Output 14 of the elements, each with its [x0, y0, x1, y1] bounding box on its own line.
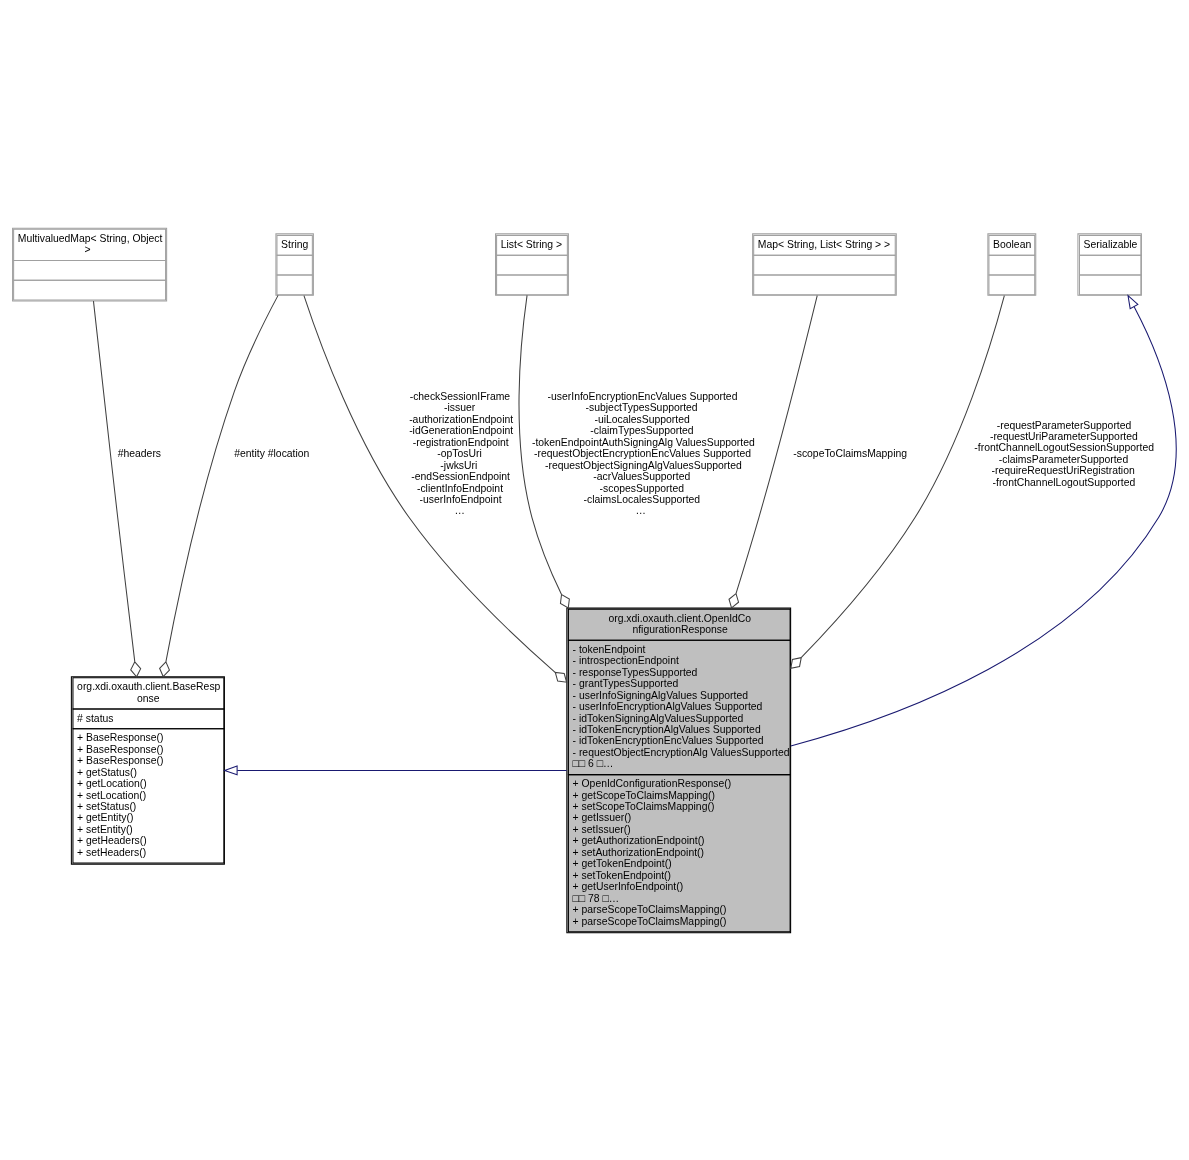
edge-label: -checkSessionIFrame -issuer -authorizationEndpoint -idGenerationEndpoint -registrationEndpoint -opTosUri -jwksUri -endSessionEndpoint -clientInfoEndpoint -userInfoEndpoint …	[409, 390, 514, 516]
arrow	[223, 764, 568, 776]
edge-label: #entity #location	[234, 447, 310, 459]
connector	[92, 300, 142, 678]
edge-label: -scopeToClaimsMapping	[793, 447, 908, 459]
connector	[518, 294, 570, 609]
edge-label: -requestParameterSupported -requestUriParameterSupported -frontChannelLogoutSessionSupported -claimsParameterSupported -requireRequestUriRegistration -frontChannelLogoutSupported	[974, 419, 1154, 488]
connector	[728, 294, 818, 609]
connector	[790, 294, 1005, 669]
connector	[303, 294, 568, 683]
arrow	[790, 293, 1177, 746]
edge-label: #headers	[117, 447, 162, 459]
edge-label: -userInfoEncryptionEncValues Supported -subjectTypesSupported -uiLocalesSupported -claimTypesSupported -tokenEndpointAuthSigningAlg ValuesSupported -requestObjectEncryptionEncValues Supported -requestObjectSigningAlgValuesSupported -acrValuesSupported -scopesSupported -claimsLocalesSupported …	[531, 390, 755, 516]
connector	[159, 294, 279, 677]
